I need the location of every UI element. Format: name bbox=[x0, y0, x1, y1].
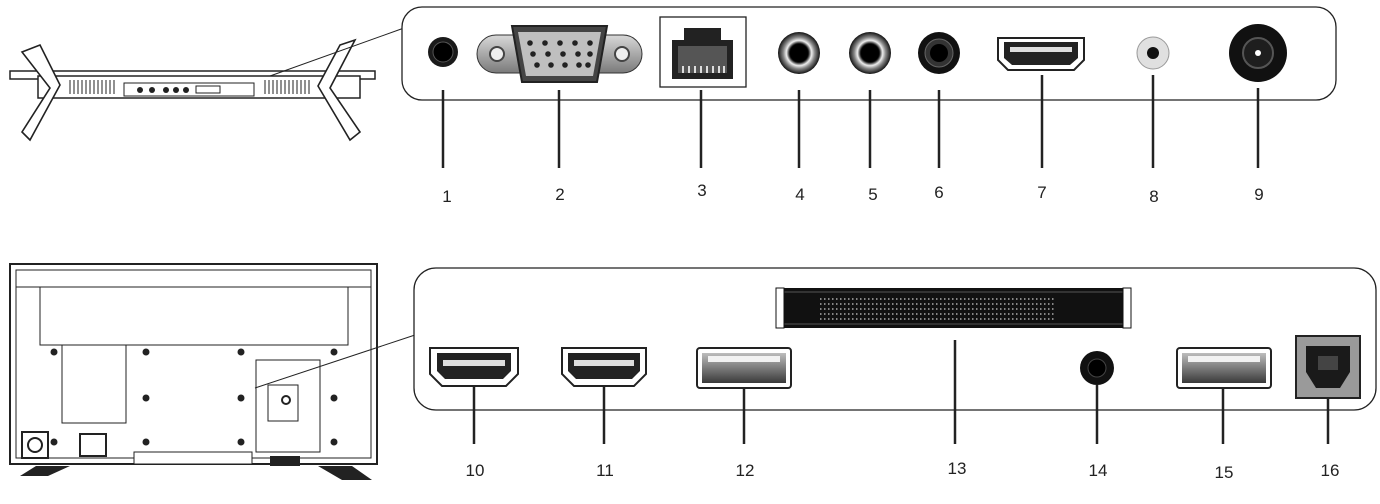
rca-jack-icon bbox=[918, 32, 960, 74]
connector-label: 1 bbox=[442, 187, 451, 206]
mini-av-jack-icon bbox=[1136, 36, 1170, 70]
top-leader-lines bbox=[441, 75, 1260, 168]
connector-label: 7 bbox=[1037, 183, 1046, 202]
connector-label: 12 bbox=[736, 461, 755, 480]
ci-slot-icon bbox=[775, 287, 1132, 329]
hdmi-port-icon bbox=[561, 347, 647, 387]
bottom-connector-panel bbox=[413, 267, 1377, 411]
hdmi-port-icon bbox=[997, 37, 1085, 71]
usb-port-icon bbox=[1176, 347, 1272, 389]
connector-label: 4 bbox=[795, 185, 804, 204]
bottom-number-labels: 10 11 12 13 14 15 16 bbox=[466, 459, 1340, 482]
rca-jack-icon bbox=[849, 32, 891, 74]
optical-port-icon bbox=[1295, 335, 1361, 399]
earphone-jack-icon bbox=[428, 37, 458, 67]
rca-jack-icon bbox=[778, 32, 820, 74]
bottom-leader-lines bbox=[472, 340, 1330, 444]
connector-label: 13 bbox=[948, 459, 967, 478]
connector-label: 14 bbox=[1089, 461, 1108, 480]
connector-label: 10 bbox=[466, 461, 485, 480]
headphone-jack-icon bbox=[1080, 351, 1114, 385]
connector-label: 8 bbox=[1149, 187, 1158, 206]
usb-port-icon bbox=[696, 347, 792, 389]
connector-label: 15 bbox=[1215, 463, 1234, 482]
vga-port-icon bbox=[476, 25, 643, 83]
lan-port-icon bbox=[659, 16, 747, 88]
hdmi-port-icon bbox=[429, 347, 519, 387]
connector-label: 11 bbox=[596, 461, 614, 480]
connector-label: 3 bbox=[697, 181, 706, 200]
connector-label: 9 bbox=[1254, 185, 1263, 204]
antenna-port-icon bbox=[1229, 24, 1287, 82]
connector-label: 16 bbox=[1321, 461, 1340, 480]
tv-rear-view-thumbnail bbox=[9, 263, 419, 480]
connector-label: 6 bbox=[934, 183, 943, 202]
tv-bottom-view-thumbnail bbox=[9, 27, 405, 142]
connector-label: 2 bbox=[555, 185, 564, 204]
top-number-labels: 1 2 3 4 5 6 7 8 9 bbox=[442, 181, 1263, 206]
connector-label: 5 bbox=[868, 185, 877, 204]
